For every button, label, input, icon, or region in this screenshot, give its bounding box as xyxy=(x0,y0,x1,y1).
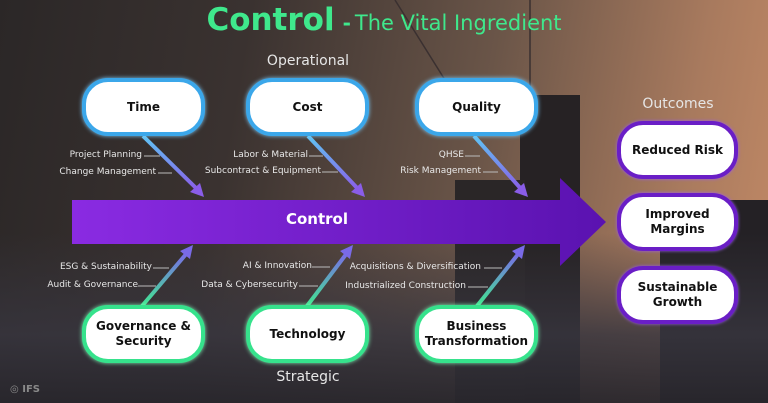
sub-item: Audit & Governance xyxy=(47,280,138,290)
sub-item-connectors xyxy=(138,155,502,288)
sub-item: QHSE xyxy=(438,150,464,160)
sub-item: Change Management xyxy=(59,167,156,177)
operational-box-time: Time xyxy=(82,78,205,136)
strategic-box-governance: Governance & Security xyxy=(82,305,205,363)
operational-box-quality: Quality xyxy=(415,78,538,136)
logo-text: IFS xyxy=(22,384,40,395)
slide-title: Control-The Vital Ingredient xyxy=(0,2,768,38)
sub-item: Subcontract & Equipment xyxy=(204,166,321,176)
control-arrow-label: Control xyxy=(285,210,348,228)
sub-item: Industrialized Construction xyxy=(345,281,466,291)
outcome-improved-margins: Improved Margins xyxy=(617,193,738,251)
sub-item: ESG & Sustainability xyxy=(59,262,152,272)
sub-item: AI & Innovation xyxy=(242,261,312,271)
strategic-box-business-transformation: Business Transformation xyxy=(415,305,538,363)
title-main: Control xyxy=(206,2,335,38)
ifs-logo: ◎ IFS xyxy=(10,384,40,395)
outcome-reduced-risk: Reduced Risk xyxy=(617,121,738,179)
sub-item: Risk Management xyxy=(400,166,481,176)
operational-arrows xyxy=(141,134,528,197)
outcome-sustainable-growth: Sustainable Growth xyxy=(617,266,738,324)
title-subtitle: The Vital Ingredient xyxy=(354,11,562,35)
outcomes-heading: Outcomes xyxy=(642,96,714,112)
sub-item: Acquisitions & Diversification xyxy=(349,262,481,272)
strategic-arrows xyxy=(140,245,525,308)
strategic-box-technology: Technology xyxy=(246,305,369,363)
strategic-heading: Strategic xyxy=(276,369,340,385)
operational-heading: Operational xyxy=(266,53,350,69)
operational-box-cost: Cost xyxy=(246,78,369,136)
sub-item: Data & Cybersecurity xyxy=(201,280,298,290)
sub-item: Labor & Material xyxy=(233,150,308,160)
sub-item: Project Planning xyxy=(69,150,142,160)
control-arrow xyxy=(72,178,606,266)
title-dash: - xyxy=(342,11,351,35)
